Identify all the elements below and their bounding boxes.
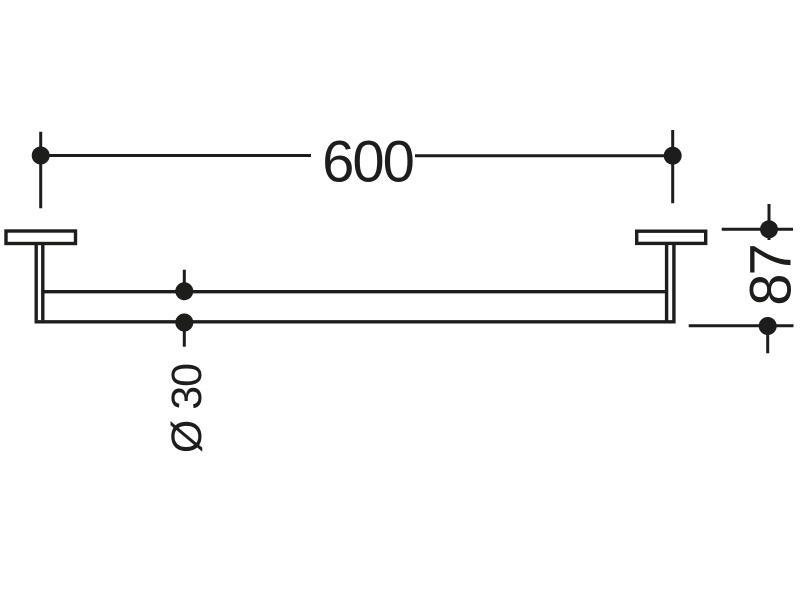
width-dimension-label: 600 (322, 130, 413, 195)
width-dimension: 600 (31, 130, 682, 209)
product-outline (4, 229, 708, 324)
diameter-dimension-label: Ø 30 (163, 364, 211, 453)
width-dimension-dot-left (31, 146, 50, 165)
height-dimension: 87 (688, 204, 804, 354)
height-dimension-label: 87 (739, 245, 804, 306)
right-bracket-plate (635, 229, 708, 246)
width-dimension-dot-right (663, 146, 682, 165)
diameter-dimension-dot-bottom (175, 313, 194, 332)
diameter-dimension-dot-top (175, 282, 194, 301)
height-dimension-dot-bottom (758, 317, 777, 335)
height-dimension-dot-top (760, 220, 778, 239)
diameter-dimension: Ø 30 (163, 269, 211, 453)
left-bracket-plate (4, 229, 78, 246)
